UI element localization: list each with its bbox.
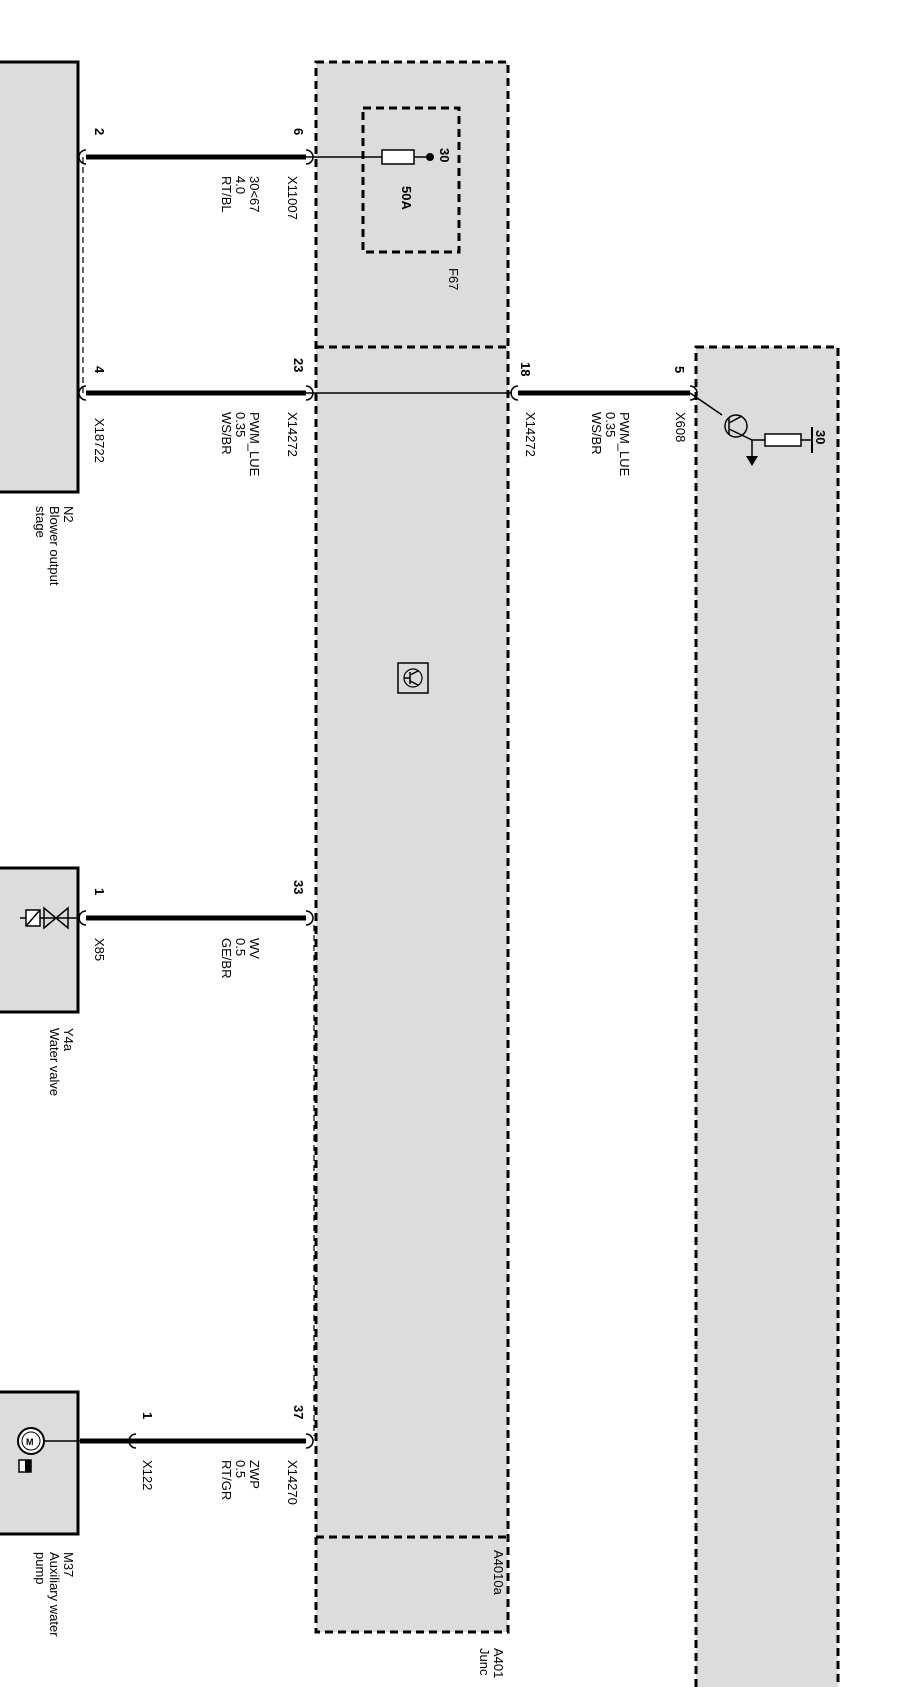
ground-arrow-icon (746, 440, 758, 466)
n2-ref: N2 (61, 506, 76, 523)
w3-right-connector: X608 (673, 412, 688, 442)
w3-gauge: 0.35 (603, 412, 618, 437)
w5-color: RT/GR (219, 1460, 234, 1500)
w5-left-connector: X122 (140, 1460, 155, 1490)
x608-unit-box (694, 345, 840, 1687)
w3-left-socket (510, 385, 519, 401)
w4-left-socket (78, 910, 87, 926)
motor-icon: M (17, 1427, 80, 1473)
module-transistor-icon (397, 662, 429, 694)
y4a-ref: Y4a (61, 1028, 76, 1052)
w3-signal: PWM_LUE (617, 412, 632, 477)
w2-gauge: 0.35 (233, 412, 248, 437)
w5-left-pin: 1 (140, 1412, 155, 1419)
f67-rating: 50A (399, 186, 414, 210)
transistor-icon (689, 392, 753, 441)
a4010a-box (314, 60, 510, 1634)
m37-box (0, 1390, 80, 1536)
w2-left-pin: 4 (92, 366, 107, 374)
w5-signal: ZWP (247, 1460, 262, 1489)
a4010a-ref: A4010a (491, 1550, 506, 1596)
w5-right-socket (305, 1433, 314, 1449)
w1-left-socket (78, 149, 87, 165)
w2-mid-connector: X14272 (285, 412, 300, 457)
y4a-box (0, 866, 80, 1014)
w1-left-pin: 2 (92, 128, 107, 135)
w1-right-pin: 6 (291, 128, 306, 135)
x608-terminal: 30 (813, 430, 828, 444)
resistor-icon (752, 427, 813, 453)
m37-ref: M37 (61, 1552, 76, 1577)
a401-partial-name: Junc (477, 1648, 492, 1676)
w3-right-socket (689, 385, 698, 401)
w2-color: WS/BR (219, 412, 234, 455)
w5-gauge: 0.5 (233, 1460, 248, 1478)
w3-left-pin: 18 (518, 362, 533, 376)
w2-signal: PWM_LUE (247, 412, 262, 477)
a401-partial-ref: A401 (491, 1648, 506, 1678)
n2-name-1: Blower output (47, 506, 62, 586)
fuse-icon (381, 149, 434, 165)
w1-signal: 30<67 (247, 176, 262, 213)
f67-fuse-box (361, 106, 461, 254)
w4-color: GE/BR (219, 938, 234, 978)
w4-connector: X85 (92, 938, 107, 961)
w2-left-connector: X18722 (92, 418, 107, 463)
w4-signal: WV (247, 938, 262, 959)
f67-ref: F67 (446, 268, 461, 290)
w1-gauge: 4.0 (233, 176, 248, 194)
solenoid-valve-icon (20, 906, 80, 930)
w3-right-pin: 5 (672, 366, 687, 373)
w4-right-pin: 33 (291, 880, 306, 894)
w1-color: RT/BL (219, 176, 234, 213)
w5-right-connector: X14270 (285, 1460, 300, 1505)
w2-right-pin: 23 (291, 358, 306, 372)
w5-left-socket (128, 1433, 137, 1449)
w4-gauge: 0.5 (233, 938, 248, 956)
w2-left-socket (78, 385, 87, 401)
w4-right-socket (305, 910, 314, 926)
n2-name-2: stage (33, 506, 48, 538)
w1-connector: X11007 (285, 176, 300, 220)
y4a-name: Water valve (47, 1028, 62, 1096)
n2-box (0, 60, 80, 494)
f67-terminal: 30 (437, 148, 452, 162)
w3-left-connector: X14272 (523, 412, 538, 457)
w3-color: WS/BR (589, 412, 604, 455)
m37-name-1: Auxiliary water (47, 1552, 62, 1637)
m37-name-2: pump (33, 1552, 48, 1585)
svg-text:M: M (26, 1437, 34, 1447)
w5-right-pin: 37 (291, 1405, 306, 1419)
w4-left-pin: 1 (92, 888, 107, 895)
